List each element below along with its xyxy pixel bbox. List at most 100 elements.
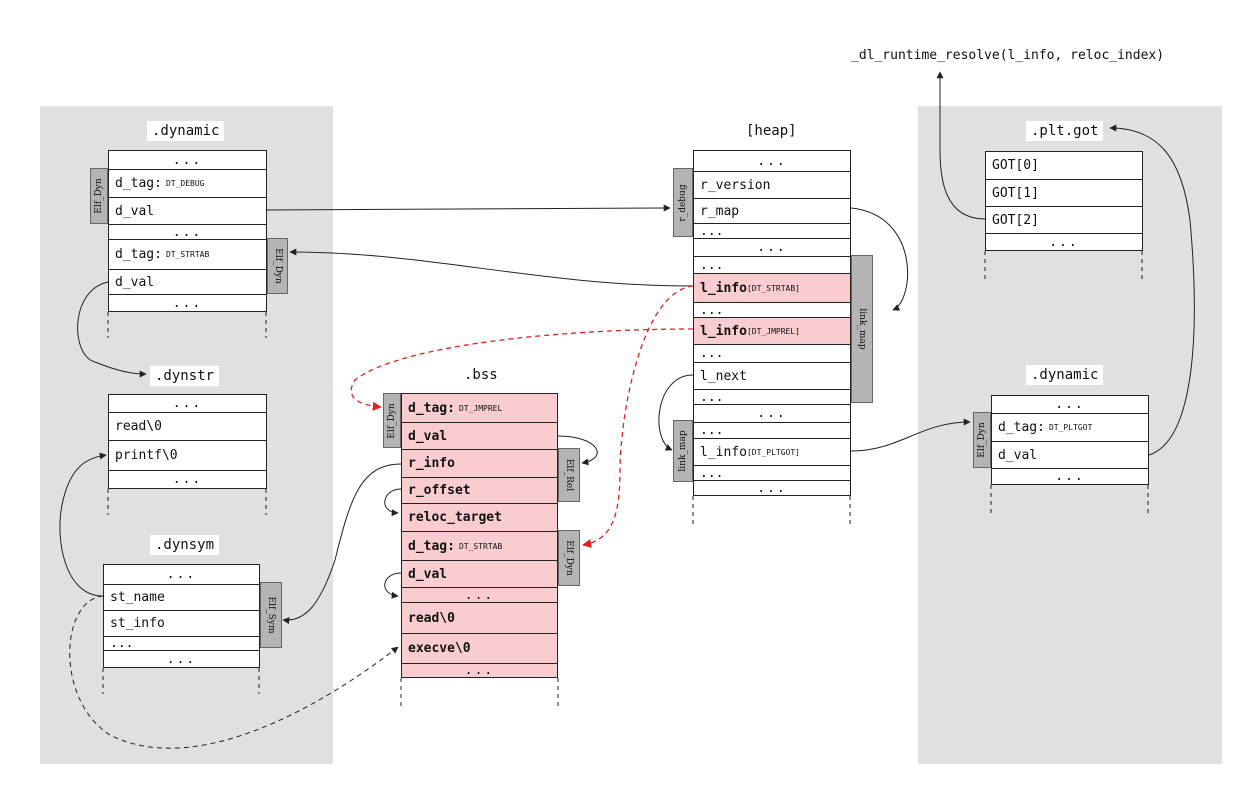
fake-pointer-arrow: [350, 328, 694, 411]
table-row: ...: [757, 153, 787, 169]
field-name: d_tag:: [408, 538, 455, 554]
pointer-arrow: [850, 207, 908, 311]
plt-got-section-title: .plt.got: [1026, 121, 1104, 141]
table-row: reloc_target: [402, 503, 557, 531]
table-row: r_version: [694, 171, 850, 198]
heap-section-table: ... r_version r_map ... ... ... l_info […: [693, 150, 851, 496]
struct-label-elf-dyn: Elf_Dyn: [558, 530, 580, 586]
plt-got-section-table: GOT[0] GOT[1] GOT[2] ...: [985, 151, 1143, 251]
table-row: GOT[1]: [986, 179, 1142, 206]
table-row: ...: [1055, 397, 1085, 412]
bss-section-table: d_tag: DT_JMPREL d_val r_info r_offset r…: [401, 393, 558, 678]
dynsym-section-table: ... st_name st_info ... ...: [103, 564, 260, 668]
pointer-arrow: [69, 595, 399, 749]
pointer-arrow: [384, 572, 402, 599]
table-row: ...: [694, 302, 850, 317]
table-row: printf\0: [109, 440, 266, 470]
index-value: DT_PLTGOT: [751, 447, 796, 457]
table-row: st_name: [104, 584, 259, 610]
table-row: d_tag: DT_STRTAB: [402, 531, 557, 560]
pointer-arrow: [77, 281, 147, 378]
table-row: ...: [694, 389, 850, 404]
table-row: ...: [992, 468, 1148, 484]
table-row: ...: [694, 223, 850, 238]
table-row: d_tag: DT_STRTAB: [109, 239, 266, 269]
struct-label-r-debug: r_debug: [673, 168, 693, 237]
bss-section-title: .bss: [459, 365, 503, 385]
field-name: l_info: [700, 323, 747, 339]
fake-pointer-arrow: [582, 285, 694, 548]
dynstr-section-title: .dynstr: [150, 366, 220, 386]
tag-value: DT_STRTAB: [165, 250, 210, 259]
table-row: ...: [109, 294, 266, 311]
table-row: ...: [109, 224, 266, 239]
runtime-resolve-call: _dl_runtime_resolve(l_info, reloc_index): [851, 48, 1165, 63]
pointer-arrow: [850, 418, 971, 452]
struct-label-elf-rel: Elf_Rel: [558, 448, 580, 502]
field-name: d_tag:: [408, 400, 455, 416]
table-row: GOT[2]: [986, 206, 1142, 233]
struct-label-link-map: link_map: [851, 255, 873, 403]
tag-value: DT_DEBUG: [165, 179, 205, 188]
pointer-arrow: [557, 435, 598, 466]
table-row: r_map: [694, 198, 850, 223]
index-value: DT_STRTAB: [751, 283, 796, 293]
table-row: d_tag: DT_DEBUG: [109, 169, 266, 197]
tag-value: DT_PLTGOT: [1048, 423, 1093, 432]
table-row: read\0: [109, 412, 266, 440]
table-row: d_val: [402, 560, 557, 587]
heap-section-title: [heap]: [741, 121, 802, 141]
dynamic-right-section-table: ... d_tag: DT_PLTGOT d_val ...: [991, 395, 1149, 485]
field-name: d_tag:: [115, 247, 162, 262]
table-row: ...: [402, 587, 557, 602]
tag-value: DT_STRTAB: [458, 541, 503, 551]
field-name: d_tag:: [998, 420, 1045, 435]
table-row: r_info: [402, 449, 557, 477]
table-row: r_offset: [402, 477, 557, 503]
dynamic-section-table: ... d_tag: DT_DEBUG d_val ... d_tag: DT_…: [108, 150, 267, 312]
pointer-arrow: [266, 204, 671, 212]
pointer-arrow: [1109, 124, 1195, 456]
struct-label-elf-dyn: Elf_Dyn: [267, 238, 288, 294]
table-row: d_tag: DT_JMPREL: [402, 394, 557, 422]
dynamic-right-section-title: .dynamic: [1026, 365, 1104, 385]
table-row: ...: [986, 233, 1142, 250]
pointer-arrow: [936, 71, 986, 220]
field-name: d_tag:: [115, 176, 162, 191]
table-row: ...: [694, 422, 850, 438]
table-row: ...: [402, 663, 557, 677]
struct-label-link-map: link_map: [673, 420, 693, 482]
struct-label-elf-dyn: Elf_Dyn: [90, 168, 108, 224]
table-row: l_next: [694, 362, 850, 389]
struct-label-elf-dyn: Elf_Dyn: [383, 393, 401, 448]
table-row: ...: [694, 256, 850, 273]
table-row: ...: [694, 480, 850, 495]
field-name: l_info: [700, 280, 747, 296]
pointer-arrow: [384, 488, 402, 517]
table-row: ...: [109, 470, 266, 488]
table-row: execve\0: [402, 633, 557, 663]
table-row: ...: [694, 465, 850, 480]
struct-label-elf-sym: Elf_Sym: [260, 582, 282, 648]
table-row: d_val: [109, 197, 266, 224]
table-row: ...: [166, 567, 197, 582]
table-row: d_tag: DT_PLTGOT: [992, 413, 1148, 441]
table-row: GOT[0]: [992, 158, 1039, 173]
table-row: d_val: [109, 269, 266, 294]
table-row: ...: [104, 650, 259, 667]
table-row: ...: [104, 636, 259, 650]
table-row: ...: [694, 404, 850, 422]
struct-label-elf-dyn: Elf_Dyn: [973, 412, 991, 468]
dynsym-section-title: .dynsym: [150, 535, 220, 555]
pointer-arrow: [289, 248, 694, 287]
table-row: d_val: [992, 441, 1148, 468]
dynstr-section-table: ... read\0 printf\0 ...: [108, 394, 267, 489]
table-row: read\0: [402, 602, 557, 633]
table-row: d_val: [402, 422, 557, 449]
table-row: l_info [DT_PLTGOT]: [694, 438, 850, 465]
dynamic-section-title: .dynamic: [147, 121, 225, 141]
table-row: ...: [172, 152, 203, 168]
field-name: l_info: [700, 444, 747, 460]
table-row: l_info [DT_STRTAB]: [694, 273, 850, 302]
